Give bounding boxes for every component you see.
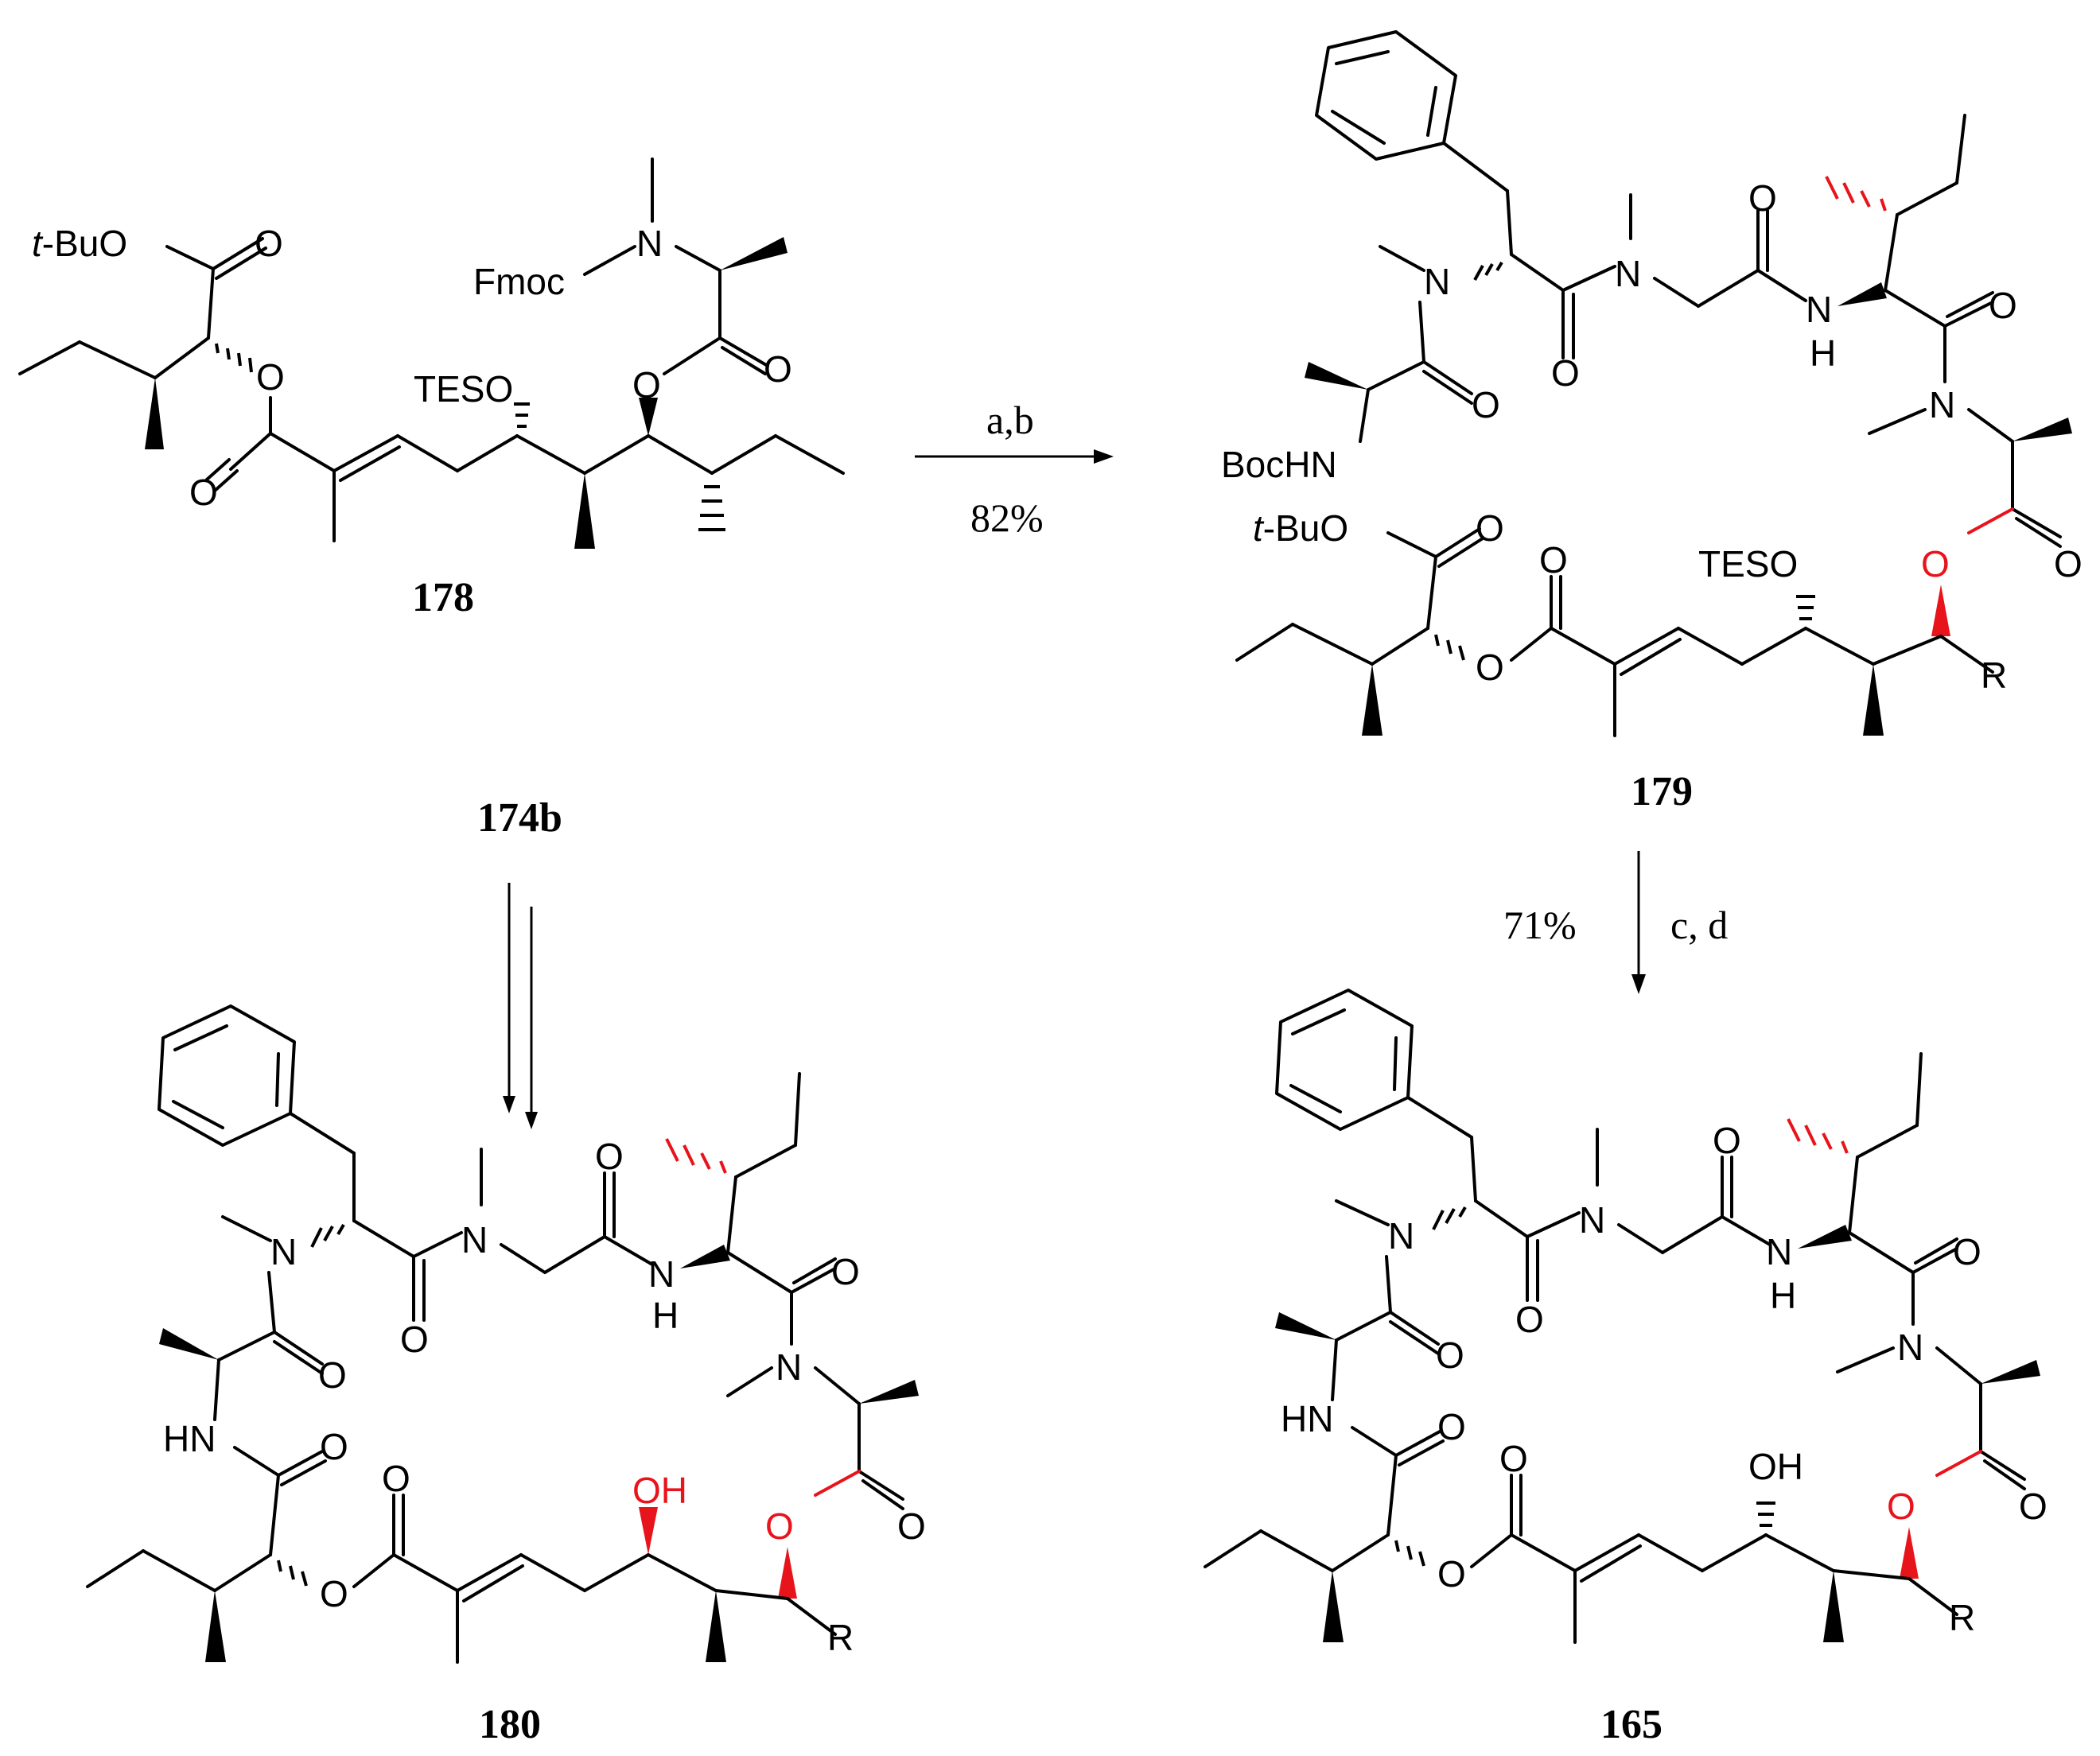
hn-label: HN [163,1418,216,1459]
o-atom: O [897,1505,926,1547]
n-atom: N [270,1231,297,1272]
o-atom: O [831,1251,860,1292]
o-atom-red: O [765,1505,794,1547]
o-atom: O [2054,543,2082,585]
o-atom: O [1437,1406,1466,1447]
hash-bond-red [1825,176,1887,212]
conditions-cd: c, d [1670,903,1728,947]
o-atom: O [1472,384,1500,425]
o-atom: O [1515,1299,1544,1340]
n-atom: N [1766,1231,1792,1272]
tbuo-label: t-BuO [32,223,127,264]
o-atom: O [1953,1231,1981,1272]
n-atom: N [648,1253,675,1295]
o-atom: O [320,1426,348,1467]
hn-label: HN [1281,1398,1333,1439]
reaction-arrow-cd [1631,851,1646,994]
hash-bond [1473,261,1503,281]
n-atom: N [1388,1215,1414,1257]
conditions-ab: a,b [986,398,1034,442]
n-atom: N [1929,384,1955,425]
hash-bond [698,485,725,531]
o-atom: O [632,364,661,406]
n-atom: N [1615,253,1641,294]
o-atom: O [1539,539,1568,581]
compound-180: N O N O N H O N [86,1004,926,1664]
teso-label: TESO [414,368,513,410]
compound-179: N O N O N H O N [1221,30,2082,737]
hash-bond [514,402,530,428]
double-arrow-multistep [503,883,538,1129]
o-atom: O [1436,1334,1464,1376]
hash-bond [1432,1206,1467,1230]
o-atom: O [1437,1553,1466,1595]
o-atom: O [1551,352,1580,394]
hash-bond [215,343,253,373]
o-atom: O [320,1573,348,1614]
o-atom: O [764,348,792,390]
o-atom: O [400,1319,429,1360]
o-atom: O [1476,507,1504,549]
n-atom: N [1579,1199,1605,1241]
o-atom: O [1499,1438,1528,1479]
n-atom: N [636,223,663,264]
compound-label-180: 180 [479,1702,541,1747]
hash-bond [277,1560,308,1587]
o-atom: O [595,1136,624,1177]
o-atom: O [382,1458,410,1499]
yield-82: 82% [970,495,1044,540]
yield-71: 71% [1503,903,1577,947]
compound-label-174b: 174b [477,795,562,841]
r-group: R [1981,655,2007,696]
fmoc-label: Fmoc [473,261,565,302]
r-group: R [1949,1597,1975,1638]
o-atom: O [256,356,285,398]
bochn-label: BocHN [1221,444,1337,485]
h-atom: H [1810,332,1836,374]
n-atom: N [1806,289,1832,330]
hash-bond [1796,595,1815,620]
h-atom: H [1770,1275,1796,1316]
o-atom-red: O [1921,543,1950,585]
hash-bond-red [665,1138,727,1174]
teso-label: TESO [1698,543,1798,585]
tbuo-label: t-BuO [1253,507,1348,549]
o-atom: O [255,223,283,264]
o-atom: O [189,472,218,513]
compound-165: N O N O N H O N [1204,989,2048,1644]
n-atom: N [1424,261,1450,302]
hash-bond-red [1787,1118,1849,1154]
hash-bond [310,1223,345,1248]
compound-178: t-BuO O O O [18,157,845,549]
hash-bond [1394,1540,1425,1567]
o-atom: O [1476,647,1504,688]
compound-label-165: 165 [1600,1702,1662,1747]
compound-label-178: 178 [412,575,474,620]
n-atom: N [461,1219,488,1261]
o-atom-red: O [1887,1486,1915,1527]
oh-label: OH [1748,1446,1803,1487]
h-atom: H [652,1295,679,1336]
reaction-arrow-ab [915,449,1114,464]
oh-red: OH [632,1470,687,1511]
hash-bond [1756,1502,1775,1527]
n-atom: N [1897,1327,1923,1368]
r-group: R [827,1617,854,1658]
o-atom: O [318,1354,347,1396]
o-atom: O [1748,177,1777,219]
hash-bond [1434,634,1465,661]
n-atom: N [776,1346,802,1388]
o-atom: O [1989,285,2017,326]
o-atom: O [1713,1120,1741,1161]
compound-label-179: 179 [1631,769,1693,814]
o-atom: O [2019,1486,2048,1527]
